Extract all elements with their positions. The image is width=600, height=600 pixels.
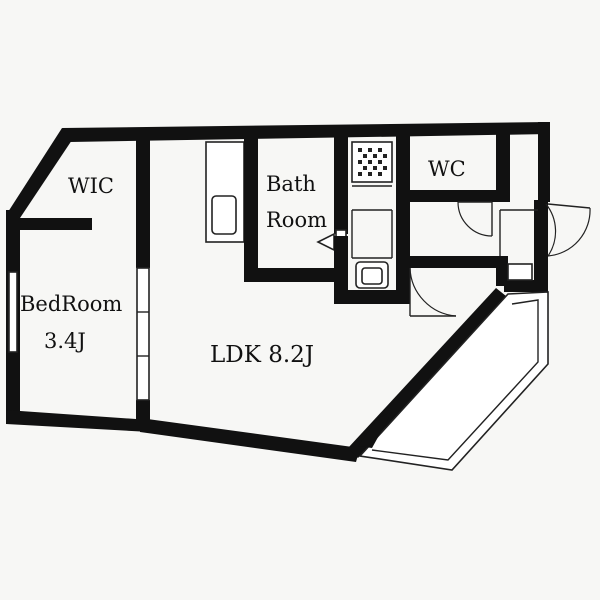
balcony — [348, 288, 549, 471]
wall-wic-stub — [18, 218, 92, 230]
room-label-bedroom-line1: BedRoom — [20, 292, 122, 316]
room-label-bath-line1: Bath — [266, 172, 316, 196]
bath-walls — [244, 134, 348, 282]
entry-shoe-box — [507, 263, 533, 281]
wall-wash-bottom — [334, 290, 410, 304]
shower-dots — [358, 148, 387, 176]
wall-bedroom-ldk-lower — [136, 400, 150, 426]
wc-area — [404, 134, 510, 237]
room-label-bath-line2: Room — [266, 208, 327, 232]
wall-entry-top — [404, 256, 504, 268]
wall-wc-bottom — [404, 190, 502, 202]
wall-entry-far-right — [534, 200, 548, 292]
wall-wash-right — [396, 134, 410, 304]
kitchen — [205, 141, 245, 243]
kitchen-sink — [211, 195, 237, 235]
entrance — [404, 200, 591, 317]
bath-door — [316, 232, 335, 252]
wall-right — [538, 122, 550, 202]
entry-inner-door-arc — [409, 267, 457, 317]
bedroom-sliding-door — [136, 267, 150, 401]
wc-door-arc — [457, 201, 493, 237]
wall-top — [62, 122, 550, 142]
room-label-bedroom-line2: 3.4J — [44, 329, 86, 353]
wall-diagonal-left — [8, 128, 72, 218]
room-label-wc: WC — [428, 157, 466, 181]
bedroom-window — [8, 271, 18, 353]
wall-entry-right — [496, 256, 508, 286]
outer-walls — [6, 122, 550, 462]
room-label-wic: WIC — [68, 174, 114, 198]
entry-door-arc — [545, 203, 557, 257]
wall-bath-bottom — [244, 268, 336, 282]
wall-bath-left — [244, 134, 258, 282]
wall-bottom — [140, 418, 360, 462]
wall-bedroom-ldk — [136, 138, 150, 268]
wall-wc-right — [496, 134, 510, 202]
wall-bottom-left — [6, 410, 150, 432]
wall-wash-left — [334, 236, 348, 304]
wall-mark-top — [366, 126, 378, 136]
bedroom-walls — [8, 138, 150, 426]
balcony-window-mark — [358, 412, 392, 448]
wall-bath-right — [334, 134, 348, 234]
room-label-ldk: LDK 8.2J — [210, 342, 314, 368]
balcony-outline — [358, 291, 549, 471]
wall-entry-bottom — [504, 280, 548, 292]
